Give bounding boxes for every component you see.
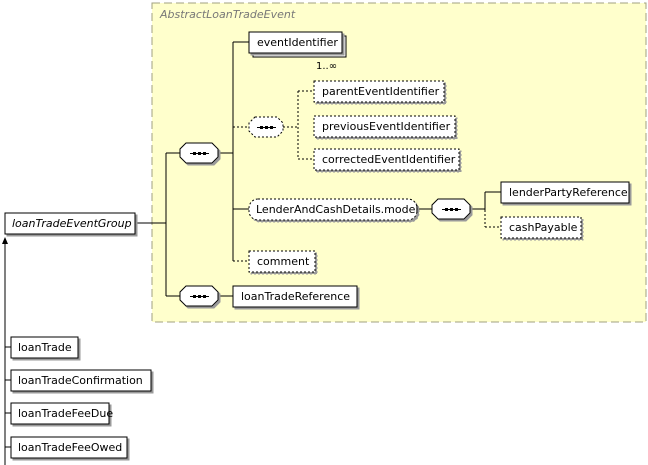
loan-trade-reference-box[interactable] bbox=[232, 285, 358, 308]
root-element-box[interactable] bbox=[4, 212, 136, 235]
previous-event-identifier-label: previousEventIdentifier bbox=[322, 120, 451, 133]
sequence-compositor-main-dots bbox=[190, 152, 209, 155]
optional-connector-lines bbox=[233, 90, 501, 262]
derived-loan-trade-fee-owed-box[interactable] bbox=[10, 436, 128, 459]
parent-event-identifier-box[interactable] bbox=[313, 80, 445, 103]
derived-loan-trade-fee-due-box[interactable] bbox=[10, 402, 110, 425]
derivation-arrow-icon bbox=[2, 237, 8, 244]
comment-label: comment bbox=[257, 255, 310, 268]
loan-trade-reference-label: loanTradeReference bbox=[241, 290, 351, 303]
root-element-label: loanTradeEventGroup bbox=[12, 217, 132, 230]
previous-event-identifier-box[interactable] bbox=[313, 115, 456, 138]
event-identifier-label: eventIdentifier bbox=[257, 36, 338, 49]
derived-loan-trade-confirmation-label: loanTradeConfirmation bbox=[18, 374, 143, 387]
derived-loan-trade-fee-owed-label: loanTradeFeeOwed bbox=[18, 441, 123, 454]
cash-payable-box[interactable] bbox=[500, 216, 582, 239]
connector-lines bbox=[4, 41, 501, 465]
derived-loan-trade-fee-due-label: loanTradeFeeDue bbox=[18, 407, 114, 420]
event-identifier-box[interactable] bbox=[248, 31, 343, 54]
derived-loan-trade-confirmation-box[interactable] bbox=[10, 369, 152, 392]
derived-loan-trade-label: loanTrade bbox=[18, 341, 72, 354]
event-identifier-cardinality: 1..∞ bbox=[316, 61, 338, 72]
derived-loan-trade-box[interactable] bbox=[10, 336, 79, 359]
parent-event-identifier-label: parentEventIdentifier bbox=[322, 85, 440, 98]
lender-cash-model-box[interactable] bbox=[248, 198, 418, 221]
group-title: AbstractLoanTradeEvent bbox=[160, 8, 296, 21]
lender-party-reference-box[interactable] bbox=[500, 181, 630, 204]
lender-cash-model-label: LenderAndCashDetails.model bbox=[256, 203, 419, 216]
sequence-compositor-reference-dots bbox=[190, 295, 209, 298]
sequence-compositor-lender-dots bbox=[442, 208, 461, 211]
corrected-event-identifier-label: correctedEventIdentifier bbox=[322, 153, 456, 166]
corrected-event-identifier-box[interactable] bbox=[313, 148, 460, 171]
cash-payable-label: cashPayable bbox=[509, 221, 578, 234]
comment-box[interactable] bbox=[248, 250, 316, 273]
choice-compositor-dots bbox=[257, 126, 276, 129]
lender-party-reference-label: lenderPartyReference bbox=[509, 186, 628, 199]
